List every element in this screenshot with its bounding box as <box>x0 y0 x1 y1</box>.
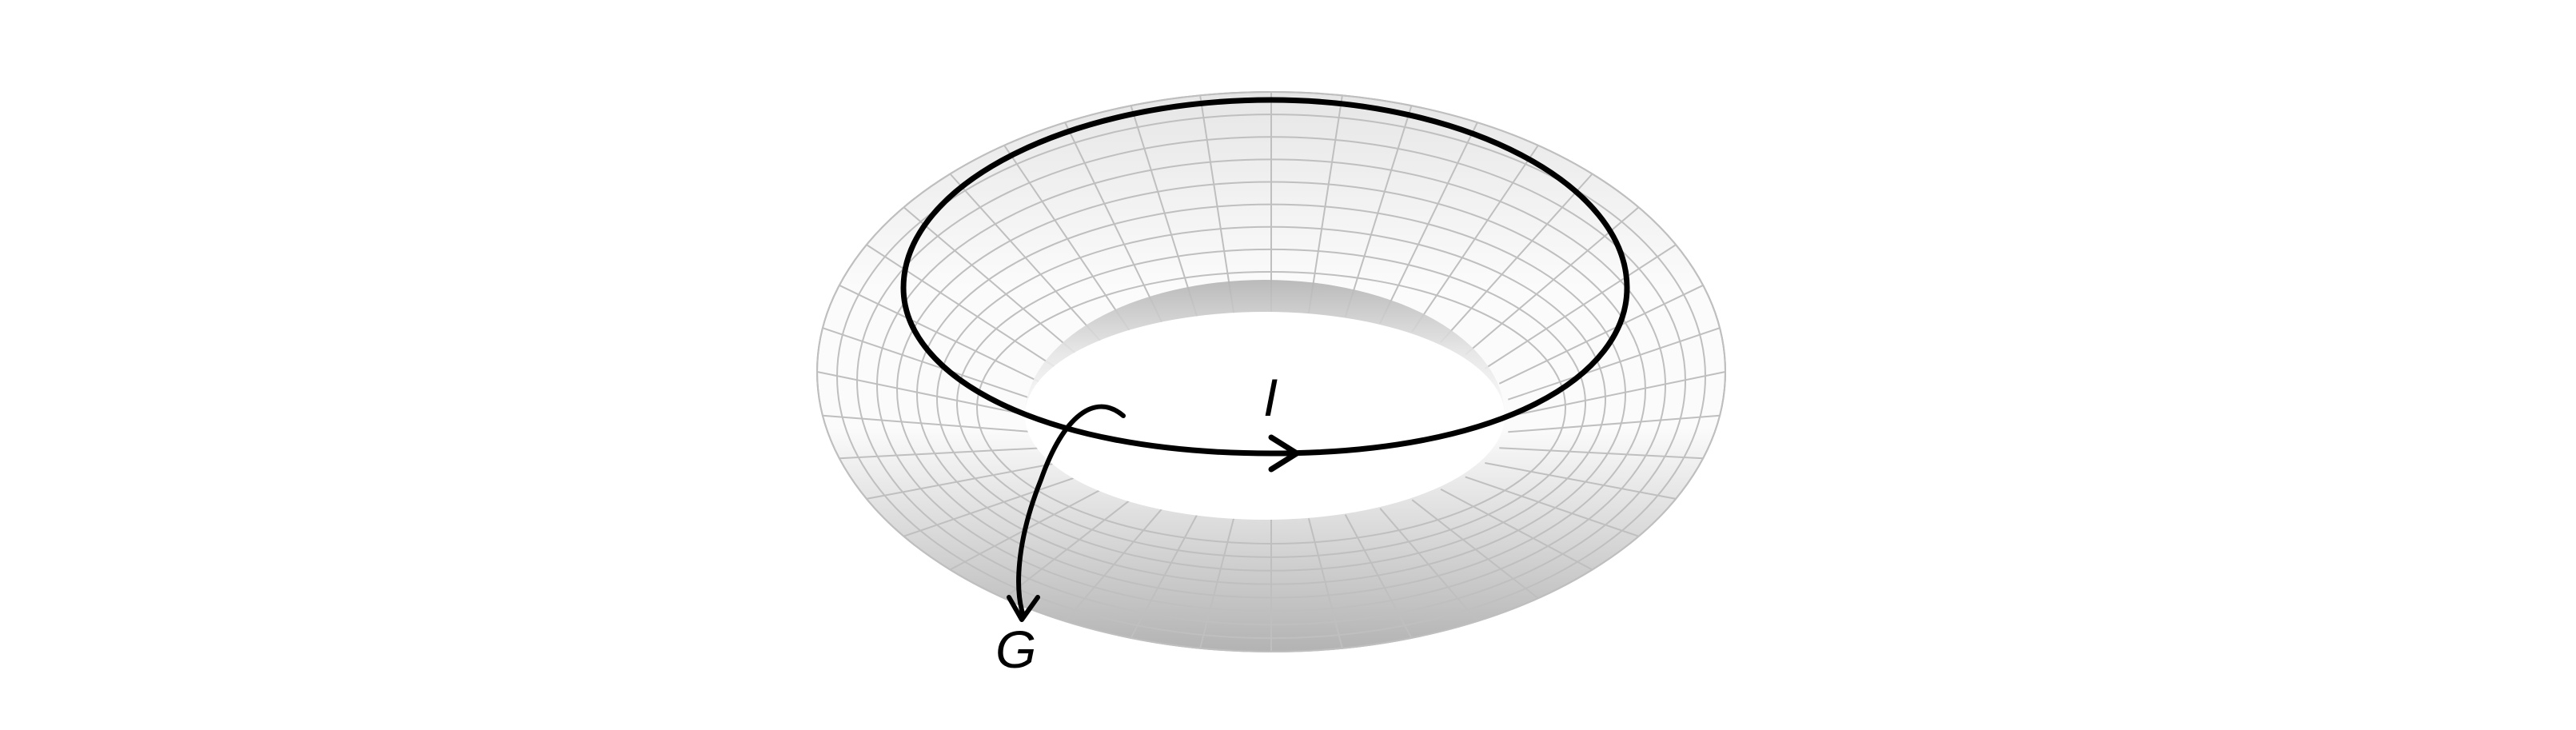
mesh-meridian <box>1064 122 1163 324</box>
poloidal-loop-arrowhead <box>1007 595 1040 622</box>
mesh-meridian <box>1498 284 1704 385</box>
mesh-meridian <box>1507 327 1721 401</box>
mesh-meridian <box>816 371 1032 417</box>
mesh-meridian <box>839 447 1043 460</box>
mesh-meridian <box>1499 447 1704 460</box>
mesh-meridian <box>1411 145 1539 333</box>
torus-surface <box>816 91 1726 652</box>
mesh-meridian <box>1508 414 1721 433</box>
poloidal-loop <box>1016 404 1126 618</box>
mesh-meridian <box>1130 105 1198 317</box>
mesh-meridian <box>1307 95 1343 313</box>
mesh-meridian <box>1484 244 1677 369</box>
torus-hole <box>1025 312 1505 520</box>
mesh-meridian <box>1064 508 1163 622</box>
mesh-meridian <box>903 476 1078 537</box>
mesh-meridian <box>1379 122 1478 324</box>
mesh-meridian <box>839 284 1044 385</box>
mesh-meridian <box>949 173 1103 343</box>
mesh-meridian <box>1440 173 1593 343</box>
mesh-meridian <box>1440 489 1593 571</box>
mesh-meridian <box>866 462 1058 500</box>
mesh-meridian <box>866 244 1059 369</box>
torus-mesh <box>816 91 1726 652</box>
mesh-meridian <box>1003 499 1131 599</box>
mesh-meridian <box>1199 95 1235 313</box>
mesh-meridian <box>1130 514 1198 639</box>
mesh-meridian <box>1344 105 1413 317</box>
mesh-meridian <box>903 206 1078 356</box>
toroidal-current-label: I <box>1263 368 1278 427</box>
mesh-meridian <box>1485 462 1677 500</box>
mesh-meridian <box>1199 518 1235 648</box>
mesh-meridian <box>1465 476 1639 537</box>
mesh-meridian <box>1411 499 1539 599</box>
mesh-meridian <box>1510 371 1726 417</box>
mesh-meridian <box>822 414 1035 433</box>
toroidal-loop-arrowhead <box>1268 434 1300 473</box>
mesh-meridian <box>1379 508 1478 622</box>
poloidal-current-label: G <box>995 620 1036 679</box>
toroidal-loop <box>900 97 1630 457</box>
torus-inner-wall <box>1025 280 1505 416</box>
mesh-meridian <box>1307 518 1343 648</box>
mesh-meridian <box>822 327 1035 401</box>
mesh-meridian <box>1344 514 1413 639</box>
mesh-meridian <box>1003 145 1131 333</box>
